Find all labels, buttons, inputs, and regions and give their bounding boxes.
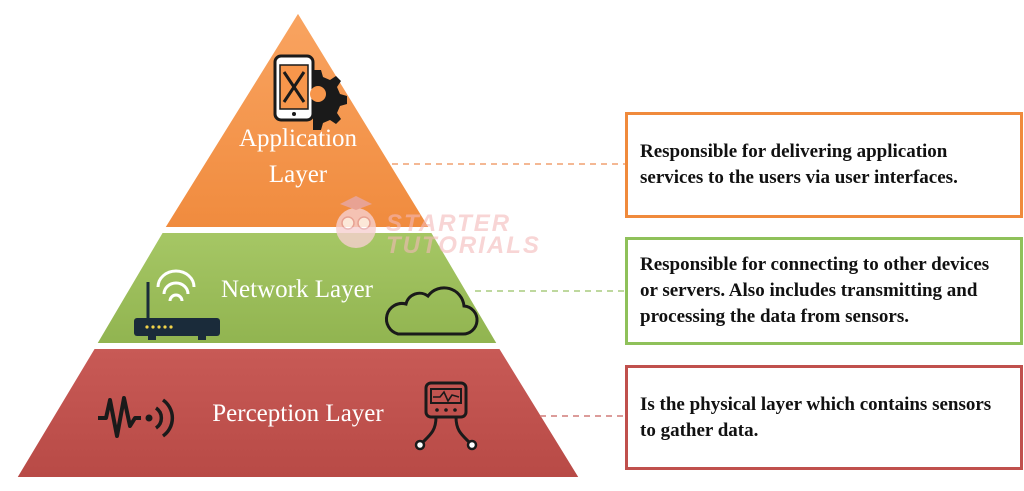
network-description-box: Responsible for connecting to other devi… [625, 237, 1023, 345]
smartphone-tools-icon [273, 54, 315, 122]
network-description-text: Responsible for connecting to other devi… [640, 254, 990, 327]
perception-layer-tier [14, 347, 582, 479]
watermark-line2: TUTORIALS [386, 232, 541, 259]
watermark-line1: STARTER [386, 210, 511, 237]
network-layer-title: Network Layer [221, 276, 374, 303]
perception-description-text: Is the physical layer which contains sen… [640, 393, 992, 441]
sensor-device-icon [414, 381, 478, 451]
gear-icon [310, 70, 347, 130]
starter-tutorials-watermark: STARTER TUTORIALS [336, 196, 541, 259]
application-layer-title-line1: Application [239, 125, 358, 152]
perception-layer-title: Perception Layer [212, 400, 384, 427]
cloud-icon [385, 286, 479, 336]
perception-description-box: Is the physical layer which contains sen… [625, 365, 1023, 470]
application-layer-title-line2: Layer [269, 161, 328, 188]
application-description-text: Responsible for delivering application s… [640, 141, 958, 188]
application-description-box: Responsible for delivering application s… [625, 112, 1023, 218]
wifi-router-icon [134, 269, 220, 340]
signal-pulse-icon [98, 396, 175, 438]
